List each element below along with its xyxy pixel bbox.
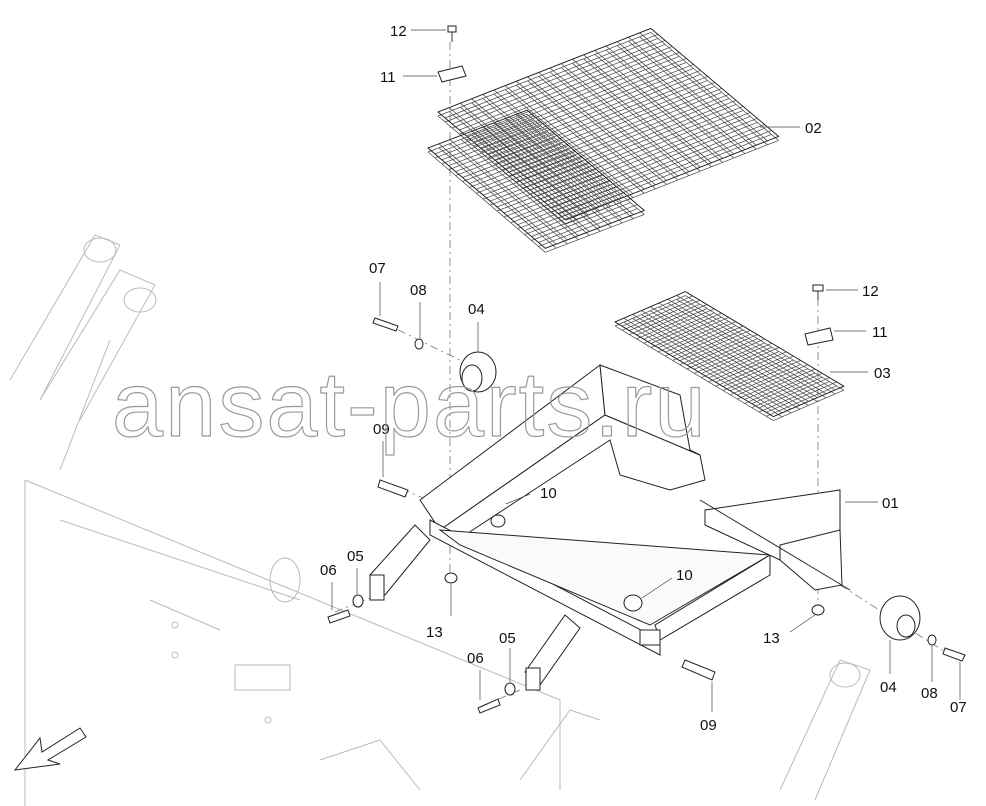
callout-09-left: 09	[373, 421, 390, 438]
bolt-09-left	[377, 479, 409, 498]
callout-02: 02	[805, 120, 822, 137]
callout-09-right: 09	[700, 717, 717, 734]
callout-08-left: 08	[410, 282, 427, 299]
bolt-06-left	[327, 609, 351, 624]
callout-08-right: 08	[921, 685, 938, 702]
callouts: 12 11 02 07 08 04 12 11 03 09 10 01 06 0…	[320, 23, 967, 734]
bolt-07-left	[372, 317, 399, 332]
bolt-12-right	[812, 284, 824, 300]
main-frame	[419, 364, 851, 656]
callout-10-left: 10	[540, 485, 557, 502]
large-grating	[427, 27, 780, 253]
bolt-12-top	[447, 25, 457, 42]
callout-06-left: 06	[320, 562, 337, 579]
callout-13-right: 13	[763, 630, 780, 647]
right-bracket	[524, 614, 581, 691]
callout-13-left: 13	[426, 624, 443, 641]
bolt-09-right	[681, 659, 716, 681]
callout-07-left: 07	[369, 260, 386, 277]
callout-03: 03	[874, 365, 891, 382]
small-grating	[614, 291, 845, 421]
nut-13-left	[444, 572, 458, 584]
washer-08-left	[414, 338, 424, 350]
callout-04-left: 04	[468, 301, 485, 318]
clip-11-right	[804, 327, 834, 346]
callout-05-right: 05	[499, 630, 516, 647]
callout-11-right: 11	[872, 324, 888, 341]
bolt-07-right	[942, 647, 966, 662]
nut-13-right	[811, 604, 825, 616]
clip-11-top	[437, 65, 467, 83]
leader-lines	[331, 29, 961, 712]
callout-06-right: 06	[467, 650, 484, 667]
bolt-06-right	[477, 698, 501, 714]
callout-10-right: 10	[676, 567, 693, 584]
nut-10-left	[490, 514, 506, 528]
washer-08-right	[927, 634, 937, 646]
watermark: ansat-parts.ru	[112, 354, 708, 456]
background-frame	[9, 234, 871, 806]
callout-05-left: 05	[347, 548, 364, 565]
washer-05-left	[352, 594, 364, 608]
callout-01: 01	[882, 495, 899, 512]
washer-05-right	[504, 682, 516, 696]
mount-04-right	[879, 595, 921, 641]
direction-arrow-icon	[13, 727, 87, 771]
callout-04-right: 04	[880, 679, 897, 696]
callout-11-top: 11	[380, 69, 396, 86]
callout-12-right: 12	[862, 283, 879, 300]
nut-10-right	[623, 594, 643, 612]
callout-07-right: 07	[950, 699, 967, 716]
left-bracket	[369, 524, 431, 601]
callout-12-top: 12	[390, 23, 407, 40]
